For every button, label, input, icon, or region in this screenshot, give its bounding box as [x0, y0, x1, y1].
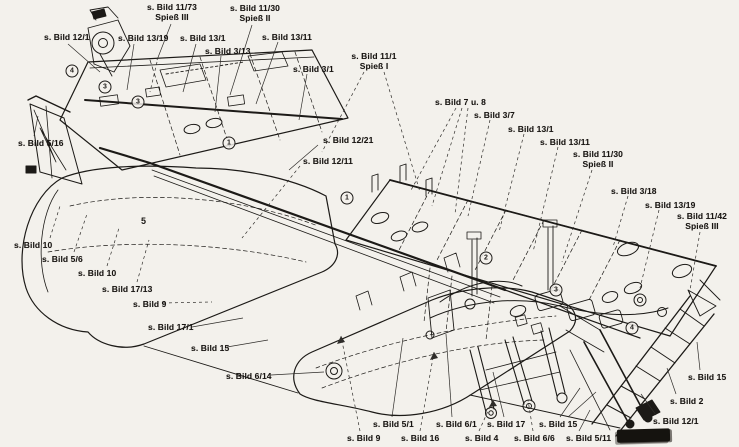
figure-ref-text: s. Bild 6/14	[226, 371, 272, 381]
callout-number: 1	[340, 191, 354, 205]
figure-ref-label-bild-12-1-bottom-right: s. Bild 12/1	[653, 416, 699, 426]
figure-ref-label-bild-17: s. Bild 17	[487, 419, 525, 429]
figure-ref-label-bild-7-u-8: s. Bild 7 u. 8	[435, 97, 486, 107]
callout-number: 4	[65, 64, 79, 78]
figure-ref-text: s. Bild 12/1	[653, 416, 699, 426]
figure-ref-text: s. Bild 12/1	[44, 32, 90, 42]
leader-lines	[33, 23, 701, 432]
figure-ref-text: s. Bild 13/19	[645, 200, 696, 210]
figure-ref-text: s. Bild 5/11	[566, 433, 612, 443]
figure-ref-label-bild-4: s. Bild 4	[465, 433, 499, 443]
callout-number: 4	[625, 321, 639, 335]
figure-ref-label-bild-3-18: s. Bild 3/18	[611, 186, 657, 196]
figure-ref-subtext: Spieß III	[155, 12, 189, 23]
figure-ref-label-bild-13-11-right: s. Bild 13/11	[540, 137, 590, 147]
figure-ref-label-bild-9-left: s. Bild 9	[133, 299, 167, 309]
figure-ref-label-bild-2: s. Bild 2	[670, 396, 704, 406]
figure-ref-label-bild-15-left: s. Bild 15	[191, 343, 229, 353]
part-mark: 5	[141, 216, 147, 226]
callout-number: 3	[549, 283, 563, 297]
figure-ref-text: s. Bild 10	[78, 268, 117, 278]
figure-ref-text: s. Bild 11/42	[677, 211, 727, 221]
figure-ref-text: s. Bild 13/19	[118, 33, 169, 43]
figure-ref-subtext: Spieß III	[685, 221, 719, 232]
figure-ref-text: s. Bild 9	[133, 299, 167, 309]
figure-ref-label-bild-10-b: s. Bild 10	[78, 268, 116, 278]
figure-ref-label-bild-5-1: s. Bild 5/1	[373, 419, 414, 429]
figure-ref-text: s. Bild 15	[191, 343, 230, 353]
figure-ref-text: s. Bild 12/11	[303, 156, 353, 166]
figure-ref-text: s. Bild 13/11	[540, 137, 590, 147]
figure-ref-label-bild-6-14: s. Bild 6/14	[226, 371, 272, 381]
figure-ref-text: s. Bild 11/30	[230, 3, 280, 13]
figure-ref-label-bild-3-13: s. Bild 3/13	[205, 46, 251, 56]
figure-ref-subtext: Spieß II	[582, 159, 614, 170]
figure-ref-text: s. Bild 17/1	[148, 322, 194, 332]
figure-ref-text: s. Bild 13/1	[508, 124, 554, 134]
figure-ref-text: s. Bild 17	[487, 419, 526, 429]
figure-ref-subtext: Spieß II	[239, 13, 271, 24]
figure-ref-label-bild-5-6: s. Bild 5/6	[42, 254, 83, 264]
figure-ref-label-bild-15-right: s. Bild 15	[688, 372, 726, 382]
callout-number: 1	[222, 136, 236, 150]
figure-ref-text: s. Bild 6/1	[436, 419, 477, 429]
figure-ref-label-bild-10-a: s. Bild 10	[14, 240, 52, 250]
figure-ref-label-bild-6-6: s. Bild 6/6	[514, 433, 555, 443]
figure-ref-text: s. Bild 11/30	[573, 149, 623, 159]
figure-ref-label-bild-6-1: s. Bild 6/1	[436, 419, 477, 429]
figure-ref-label-bild-5-16: s. Bild 5/16	[18, 138, 64, 148]
figure-ref-text: s. Bild 4	[465, 433, 499, 443]
figure-ref-label-bild-16: s. Bild 16	[401, 433, 439, 443]
figure-ref-label-bild-17-13: s. Bild 17/13	[102, 284, 152, 294]
figure-ref-text: s. Bild 6/6	[514, 433, 555, 443]
figure-ref-text: s. Bild 3/1	[293, 64, 334, 74]
figure-ref-subtext: Spieß I	[359, 61, 389, 72]
figure-ref-label-bild-3-7: s. Bild 3/7	[474, 110, 515, 120]
figure-ref-text: s. Bild 2	[670, 396, 704, 406]
figure-ref-label-bild-17-1: s. Bild 17/1	[148, 322, 194, 332]
figure-ref-text: s. Bild 5/16	[18, 138, 64, 148]
figure-ref-label-bild-13-19-right: s. Bild 13/19	[645, 200, 695, 210]
figure-ref-label-bild-9-bottom: s. Bild 9	[347, 433, 381, 443]
illegible-blackout-stamp	[616, 428, 671, 443]
figure-ref-label-bild-13-1-top-left: s. Bild 13/1	[180, 33, 226, 43]
figure-ref-label-bild-5-11: s. Bild 5/11	[566, 433, 611, 443]
callout-number: 3	[131, 95, 145, 109]
figure-ref-text: s. Bild 7 u. 8	[435, 97, 486, 107]
figure-ref-label-bild-15-bottom: s. Bild 15	[539, 419, 577, 429]
figure-ref-text: s. Bild 9	[347, 433, 381, 443]
figure-ref-label-bild-12-1-top-left: s. Bild 12/1	[44, 32, 90, 42]
figure-ref-label-bild-12-21: s. Bild 12/21	[323, 135, 373, 145]
figure-ref-text: s. Bild 17/13	[102, 284, 153, 294]
figure-ref-text: s. Bild 13/1	[180, 33, 226, 43]
figure-ref-label-bild-13-1-right: s. Bild 13/1	[508, 124, 554, 134]
figure-ref-text: s. Bild 15	[688, 372, 727, 382]
figure-ref-text: s. Bild 3/7	[474, 110, 515, 120]
figure-ref-text: s. Bild 5/6	[42, 254, 83, 264]
figure-ref-text: s. Bild 3/13	[205, 46, 251, 56]
figure-ref-text: s. Bild 16	[401, 433, 440, 443]
figure-ref-text: s. Bild 5/1	[373, 419, 414, 429]
figure-ref-text: s. Bild 12/21	[323, 135, 374, 145]
figure-ref-text: s. Bild 3/18	[611, 186, 657, 196]
figure-ref-label-bild-3-1: s. Bild 3/1	[293, 64, 334, 74]
callout-number: 3	[98, 80, 112, 94]
figure-ref-label-bild-13-19-top-left: s. Bild 13/19	[118, 33, 168, 43]
figure-ref-text: s. Bild 15	[539, 419, 578, 429]
figure-ref-label-bild-12-11: s. Bild 12/11	[303, 156, 353, 166]
callout-number: 2	[479, 251, 493, 265]
figure-ref-text: s. Bild 11/1	[351, 51, 397, 61]
figure-ref-text: s. Bild 11/73	[147, 2, 197, 12]
figure-ref-text: s. Bild 10	[14, 240, 53, 250]
figure-ref-text: s. Bild 13/11	[262, 32, 312, 42]
figure-ref-label-bild-13-11-top: s. Bild 13/11	[262, 32, 312, 42]
